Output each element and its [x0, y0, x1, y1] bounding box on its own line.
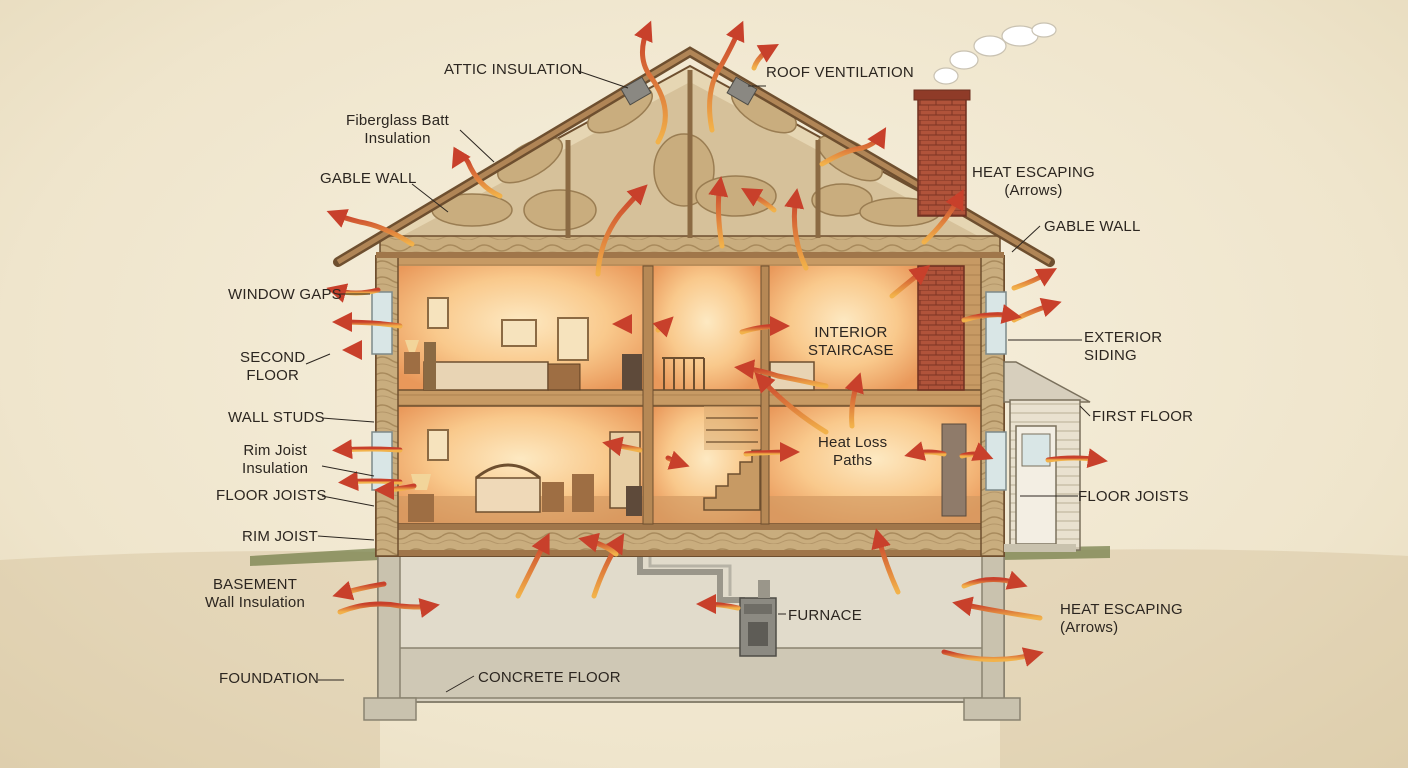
label-gable-wall-right: GABLE WALL	[1044, 218, 1141, 235]
label-attic-insulation: ATTIC INSULATION	[444, 61, 583, 78]
label-heat-escaping-bottom: HEAT ESCAPING (Arrows)	[1060, 601, 1183, 636]
heat-arrow-icon	[332, 312, 403, 333]
label-floor-joists-right: FLOOR JOISTS	[1078, 488, 1189, 505]
heat-arrow-icon	[602, 436, 643, 457]
roof-vent-icon	[620, 76, 652, 106]
attic	[333, 46, 1055, 267]
heat-arrow-icon	[751, 44, 779, 71]
label-gable-wall-left: GABLE WALL	[320, 170, 417, 187]
second-floor-joists	[375, 389, 1005, 407]
heat-arrow-icon	[338, 471, 403, 491]
heat-arrow-icon	[326, 283, 381, 303]
heat-arrow-icon	[708, 176, 729, 249]
exterior-siding	[1003, 361, 1091, 552]
label-wall-studs: WALL STUDS	[228, 409, 325, 426]
label-floor-joists-left: FLOOR JOISTS	[216, 487, 327, 504]
label-foundation: FOUNDATION	[219, 670, 320, 687]
heat-arrow-icon	[941, 647, 1044, 667]
window-right-lower	[985, 431, 1007, 491]
heat-arrow-icon	[952, 596, 1043, 621]
heat-arrow-icon	[961, 304, 1022, 324]
heat-arrow-icon	[889, 265, 931, 299]
smoke-icon	[933, 22, 1057, 85]
label-rim-joist-insulation: Rim Joist Insulation	[242, 442, 309, 477]
interior-chimney	[917, 265, 965, 391]
heat-arrow-icon	[332, 580, 387, 601]
house-walls	[371, 255, 1007, 557]
heat-arrow-icon	[904, 441, 947, 461]
heat-arrow-icon	[696, 594, 741, 615]
heat-arrow-icon	[337, 598, 440, 618]
heat-arrow-icon	[595, 184, 648, 277]
heat-arrow-icon	[332, 439, 403, 460]
label-heat-escaping-top: HEAT ESCAPING (Arrows)	[972, 164, 1095, 199]
heat-arrow-icon	[515, 532, 550, 599]
label-fiberglass-batt-insulation: Fiberglass Batt Insulation	[346, 112, 450, 147]
foundation-footing-right	[963, 697, 1021, 721]
heat-arrow-icon	[1011, 268, 1057, 291]
heat-arrow-icon	[665, 450, 690, 470]
heat-arrow-icon	[844, 372, 864, 429]
leader-lines	[305, 70, 1091, 693]
label-exterior-siding: EXTERIOR SIDING	[1084, 329, 1163, 364]
concrete-floor	[376, 647, 1006, 699]
heat-arrow-icon	[326, 209, 415, 247]
heat-arrow-icon	[959, 442, 994, 461]
heat-arrow-icon	[634, 20, 668, 145]
heat-arrow-icon	[1011, 297, 1062, 323]
label-heat-loss-paths: Heat Loss Paths	[818, 434, 888, 469]
label-furnace: FURNACE	[788, 607, 862, 624]
heat-arrow-icon	[578, 532, 619, 557]
basement	[363, 555, 1021, 721]
heat-arrow-icon	[754, 372, 829, 435]
interior-staircase	[703, 406, 761, 511]
label-concrete-floor: CONCRETE FLOOR	[478, 669, 621, 686]
heat-arrow-icon	[1045, 448, 1108, 469]
heat-arrow-icon	[739, 316, 790, 337]
heat-arrow-icon	[961, 570, 1028, 590]
heat-arrow-icon	[921, 188, 964, 245]
heat-arrow-icon	[741, 188, 777, 213]
heat-arrow-icon	[707, 20, 745, 133]
label-basement-wall-insulation: BASEMENT Wall Insulation	[205, 576, 305, 611]
heat-arrow-icon	[871, 528, 901, 595]
heat-arrow-icon	[374, 479, 417, 500]
roof-vent-icon	[726, 76, 758, 106]
heat-arrows	[326, 20, 1108, 667]
heat-arrow-icon	[743, 442, 800, 463]
heat-arrow-icon	[451, 146, 503, 199]
heat-arrow-icon	[591, 533, 625, 599]
label-first-floor: FIRST FLOOR	[1092, 408, 1194, 425]
heat-arrow-icon	[784, 188, 809, 271]
window-right-upper	[985, 291, 1007, 355]
label-rim-joist: RIM JOIST	[242, 528, 318, 545]
heat-arrow-icon	[734, 359, 829, 389]
heat-arrow-icon	[652, 316, 674, 338]
heat-arrow-icon	[819, 127, 887, 167]
second-floor-furniture	[404, 297, 815, 391]
foundation-footing-left	[363, 697, 417, 721]
second-floor-hall	[653, 266, 761, 390]
label-second-floor: SECOND FLOOR	[240, 349, 306, 384]
label-window-gaps: WINDOW GAPS	[228, 286, 342, 303]
label-interior-staircase: INTERIOR STAIRCASE	[808, 324, 894, 359]
label-roof-ventilation: ROOF VENTILATION	[766, 64, 914, 81]
first-floor-furniture	[408, 406, 967, 522]
furnace-icon	[739, 580, 777, 657]
